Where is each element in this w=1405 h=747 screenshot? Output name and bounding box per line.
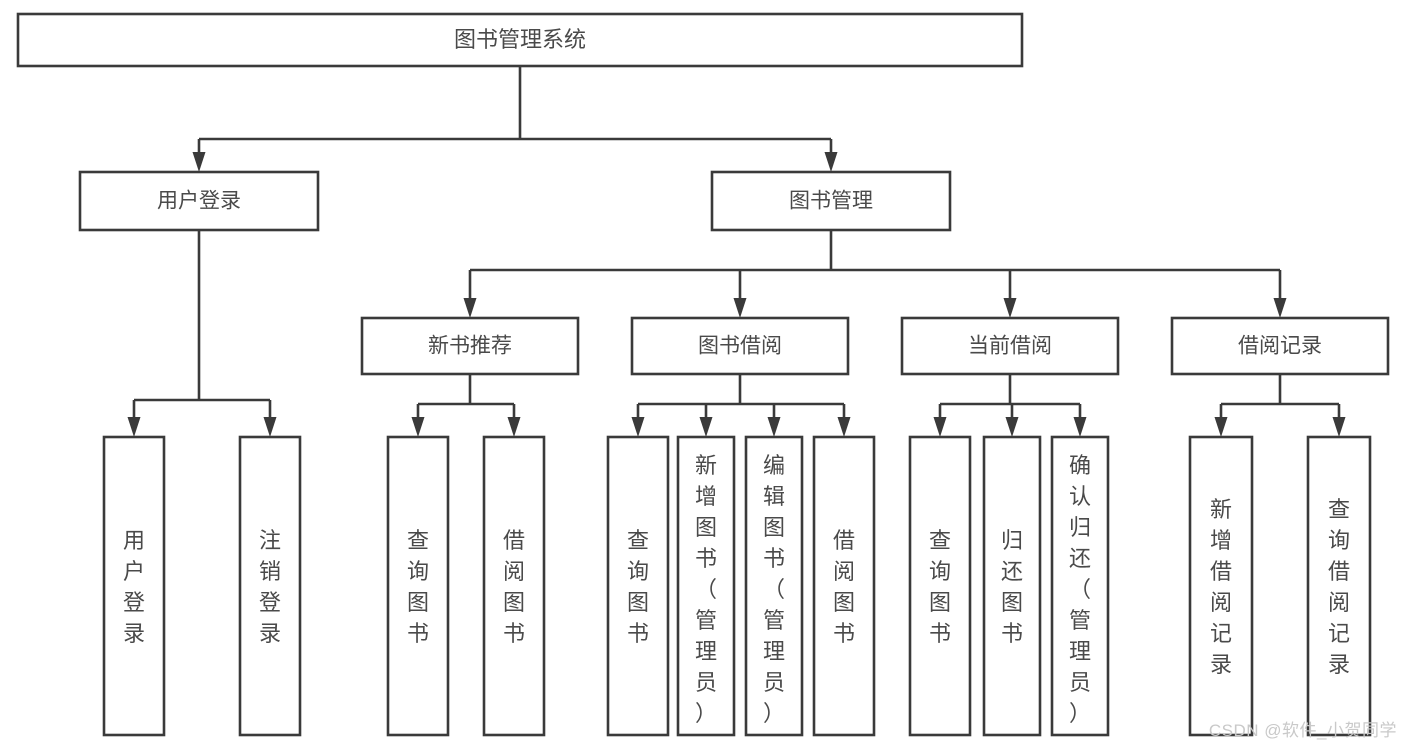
node-box-leaf-rec-query[interactable]: [386, 435, 450, 737]
node-leaf-bb-borrow[interactable]: 借阅图书: [812, 435, 876, 737]
node-label-user-login: 用户登录: [157, 190, 241, 213]
arrow-head-icon: [1214, 417, 1228, 437]
node-box-user-login[interactable]: [78, 170, 320, 232]
node-leaf-cb-confirm[interactable]: 确认归还（管理员）: [1050, 435, 1110, 737]
node-borrow-record[interactable]: 借阅记录: [1170, 316, 1390, 376]
node-box-leaf-user-login[interactable]: [102, 435, 166, 737]
arrow-head-icon: [507, 417, 521, 437]
node-label-leaf-rec-query: 查询图书: [407, 528, 429, 646]
connector-group-root: [192, 66, 838, 172]
node-box-leaf-user-logout[interactable]: [238, 435, 302, 737]
arrow-head-icon: [733, 298, 747, 318]
node-leaf-br-add[interactable]: 新增借阅记录: [1188, 435, 1254, 737]
connector-group-book-borrow: [631, 374, 851, 437]
node-box-borrow-record[interactable]: [1170, 316, 1390, 376]
arrow-head-icon: [192, 152, 206, 172]
arrow-head-icon: [1005, 417, 1019, 437]
node-leaf-user-login[interactable]: 用户登录: [102, 435, 166, 737]
arrow-head-icon: [263, 417, 277, 437]
node-new-book-rec[interactable]: 新书推荐: [360, 316, 580, 376]
node-label-leaf-bb-add: 新增图书（管理员）: [695, 453, 717, 726]
connector-group-new-book-rec: [411, 374, 521, 437]
arrow-head-icon: [767, 417, 781, 437]
node-box-book-manage[interactable]: [710, 170, 952, 232]
connector-group-user-login: [127, 230, 277, 437]
node-book-manage[interactable]: 图书管理: [710, 170, 952, 232]
node-leaf-br-query[interactable]: 查询借阅记录: [1306, 435, 1372, 737]
node-label-leaf-br-query: 查询借阅记录: [1328, 497, 1350, 677]
node-box-current-borrow[interactable]: [900, 316, 1120, 376]
nodes-layer: 图书管理系统用户登录图书管理新书推荐图书借阅当前借阅借阅记录用户登录注销登录查询…: [16, 12, 1390, 737]
node-label-leaf-cb-query: 查询图书: [929, 528, 951, 646]
arrow-head-icon: [463, 298, 477, 318]
node-label-new-book-rec: 新书推荐: [428, 335, 512, 358]
arrow-head-icon: [699, 417, 713, 437]
node-leaf-rec-borrow[interactable]: 借阅图书: [482, 435, 546, 737]
node-box-new-book-rec[interactable]: [360, 316, 580, 376]
node-box-leaf-cb-return[interactable]: [982, 435, 1042, 737]
node-current-borrow[interactable]: 当前借阅: [900, 316, 1120, 376]
node-label-current-borrow: 当前借阅: [968, 335, 1052, 358]
node-box-leaf-bb-add[interactable]: [676, 435, 736, 737]
node-book-borrow[interactable]: 图书借阅: [630, 316, 850, 376]
node-box-leaf-cb-confirm[interactable]: [1050, 435, 1110, 737]
node-box-leaf-bb-query[interactable]: [606, 435, 670, 737]
node-user-login[interactable]: 用户登录: [78, 170, 320, 232]
node-box-leaf-br-query[interactable]: [1306, 435, 1372, 737]
node-leaf-bb-query[interactable]: 查询图书: [606, 435, 670, 737]
node-leaf-user-logout[interactable]: 注销登录: [238, 435, 302, 737]
node-label-leaf-cb-return: 归还图书: [1001, 528, 1023, 646]
node-label-leaf-bb-borrow: 借阅图书: [833, 528, 855, 646]
connector-group-current-borrow: [933, 374, 1087, 437]
node-label-borrow-record: 借阅记录: [1238, 335, 1322, 358]
node-label-leaf-cb-confirm: 确认归还（管理员）: [1069, 453, 1091, 726]
arrow-head-icon: [1273, 298, 1287, 318]
node-box-leaf-br-add[interactable]: [1188, 435, 1254, 737]
node-label-leaf-br-add: 新增借阅记录: [1210, 497, 1232, 677]
arrow-head-icon: [1003, 298, 1017, 318]
node-box-leaf-bb-edit[interactable]: [744, 435, 804, 737]
node-label-leaf-user-login: 用户登录: [123, 528, 145, 646]
arrow-head-icon: [837, 417, 851, 437]
arrow-head-icon: [824, 152, 838, 172]
arrow-head-icon: [631, 417, 645, 437]
arrow-head-icon: [127, 417, 141, 437]
node-label-leaf-bb-query: 查询图书: [627, 528, 649, 646]
node-root[interactable]: 图书管理系统: [16, 12, 1024, 68]
node-leaf-rec-query[interactable]: 查询图书: [386, 435, 450, 737]
node-label-book-manage: 图书管理: [789, 190, 873, 213]
arrow-head-icon: [1332, 417, 1346, 437]
node-box-root[interactable]: [16, 12, 1024, 68]
node-leaf-bb-add[interactable]: 新增图书（管理员）: [676, 435, 736, 737]
connector-group-borrow-record: [1214, 374, 1346, 437]
node-box-book-borrow[interactable]: [630, 316, 850, 376]
node-box-leaf-cb-query[interactable]: [908, 435, 972, 737]
connector-group-book-manage: [463, 230, 1287, 318]
node-box-leaf-bb-borrow[interactable]: [812, 435, 876, 737]
arrow-head-icon: [411, 417, 425, 437]
arrow-head-icon: [1073, 417, 1087, 437]
connectors-layer: [127, 66, 1346, 437]
node-label-leaf-rec-borrow: 借阅图书: [503, 528, 525, 646]
node-leaf-cb-return[interactable]: 归还图书: [982, 435, 1042, 737]
node-label-root: 图书管理系统: [454, 27, 586, 52]
node-label-leaf-bb-edit: 编辑图书（管理员）: [763, 453, 785, 726]
node-label-leaf-user-logout: 注销登录: [259, 528, 281, 646]
arrow-head-icon: [933, 417, 947, 437]
node-box-leaf-rec-borrow[interactable]: [482, 435, 546, 737]
node-leaf-cb-query[interactable]: 查询图书: [908, 435, 972, 737]
node-label-book-borrow: 图书借阅: [698, 335, 782, 358]
node-leaf-bb-edit[interactable]: 编辑图书（管理员）: [744, 435, 804, 737]
